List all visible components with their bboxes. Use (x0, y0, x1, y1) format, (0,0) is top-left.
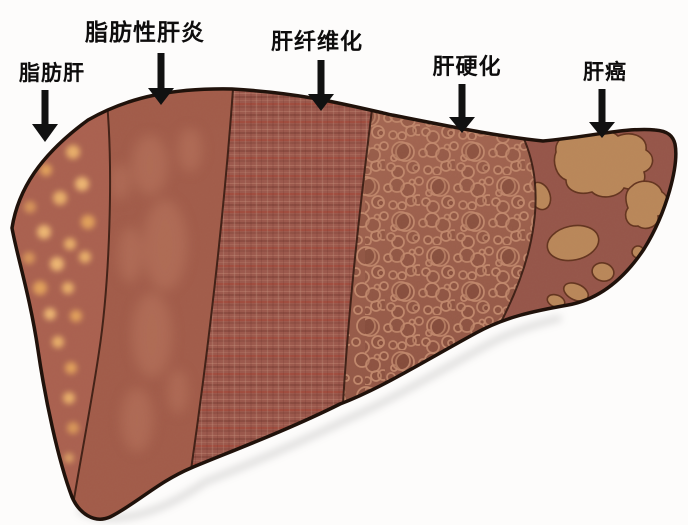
liver-shadow (76, 315, 562, 522)
stage-label-cirrhosis: 肝硬化 (432, 54, 502, 79)
stage-label-steatohepatitis: 脂肪性肝炎 (85, 19, 205, 45)
stage-arrows (32, 53, 615, 142)
stage-label-fibrosis: 肝纤维化 (270, 29, 364, 54)
stage-label-cancer: 肝癌 (583, 61, 627, 84)
section-divider-lines (72, 88, 537, 506)
down-arrow-icon (449, 84, 475, 133)
down-arrow-icon (308, 60, 334, 111)
down-arrow-icon (589, 89, 615, 138)
down-arrow-icon (148, 53, 174, 105)
liver-grain-texture (12, 88, 676, 520)
down-arrow-icon (32, 90, 58, 142)
stage-label-fatty-liver: 脂肪肝 (19, 62, 85, 85)
